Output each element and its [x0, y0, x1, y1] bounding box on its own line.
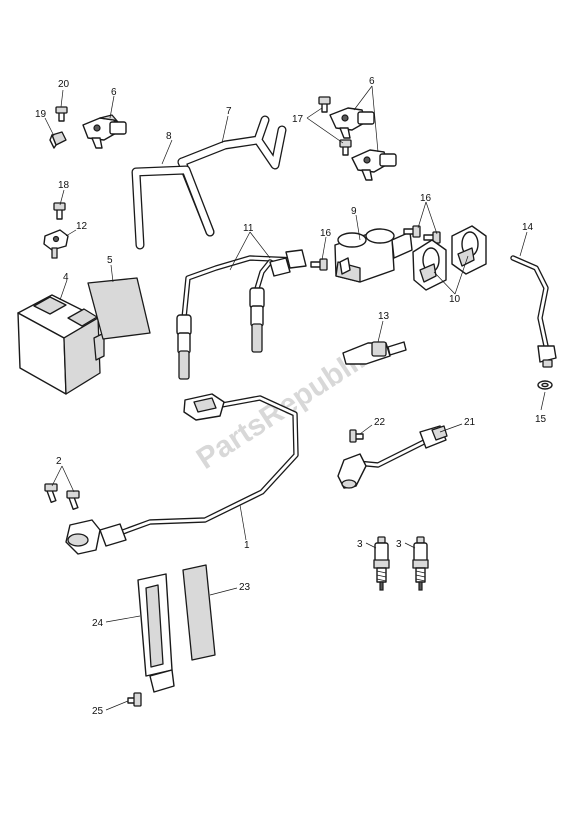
- part-1-sensor-cable: [65, 393, 299, 555]
- callout-6-left: 6: [111, 87, 117, 98]
- part-3-spark-plug-left: [373, 536, 390, 591]
- callout-1: 1: [244, 540, 250, 551]
- callout-5: 5: [107, 255, 113, 266]
- callout-6-right: 6: [369, 76, 375, 87]
- callout-23: 23: [239, 582, 251, 593]
- part-7-hose: [177, 115, 287, 237]
- part-16-screw-left: [310, 258, 328, 271]
- callout-25: 25: [92, 706, 104, 717]
- callout-8: 8: [166, 131, 172, 142]
- callout-3-right: 3: [396, 539, 402, 550]
- part-21-sensor: [337, 425, 448, 489]
- part-12-sensor: [43, 229, 69, 259]
- part-6-sensor-right-upper: [329, 107, 375, 139]
- part-10-rubber-mounts: [412, 225, 487, 291]
- part-20-screw: [55, 106, 68, 122]
- part-5-pad: [87, 277, 151, 340]
- part-2-screws: [44, 483, 80, 511]
- callout-16-left: 16: [320, 228, 332, 239]
- callout-24: 24: [92, 618, 104, 629]
- callout-18: 18: [58, 180, 70, 191]
- leader-lines: [44, 85, 546, 711]
- callout-17: 17: [292, 114, 304, 125]
- callout-labels: 20 19 6 7 8 6 17 18 12 4 5 11 9 16 16 10…: [35, 76, 547, 717]
- part-8-hose: [131, 165, 215, 250]
- callout-19: 19: [35, 109, 47, 120]
- callout-20: 20: [58, 79, 70, 90]
- callout-11: 11: [243, 223, 254, 234]
- part-17-screws: [318, 96, 352, 156]
- part-24-bracket: [137, 573, 175, 693]
- callout-2: 2: [56, 456, 62, 467]
- callout-14: 14: [522, 222, 534, 233]
- part-23-pad: [182, 564, 216, 661]
- callout-7: 7: [226, 106, 232, 117]
- callout-15: 15: [535, 414, 547, 425]
- callout-22: 22: [374, 417, 386, 428]
- callout-10: 10: [449, 294, 461, 305]
- callout-3-left: 3: [357, 539, 363, 550]
- callout-9: 9: [351, 206, 357, 217]
- part-14-sensor-lead: [510, 255, 557, 368]
- part-19-clip: [49, 131, 67, 149]
- part-6-sensor-right-lower: [351, 149, 397, 181]
- part-3-spark-plug-right: [412, 536, 429, 591]
- part-9-ignition-coils: [334, 228, 413, 283]
- part-18-screw: [53, 202, 66, 220]
- part-22-screw: [349, 429, 364, 443]
- part-15-washer: [537, 380, 553, 390]
- part-11-ht-leads: [176, 249, 307, 380]
- callout-13: 13: [378, 311, 390, 322]
- part-25-screw: [127, 692, 142, 707]
- callout-4: 4: [63, 272, 69, 283]
- part-4-ecu: [17, 294, 105, 395]
- callout-12: 12: [76, 221, 88, 232]
- callout-16-right: 16: [420, 193, 432, 204]
- callout-21: 21: [464, 417, 476, 428]
- part-13-sensor: [342, 341, 407, 365]
- part-6-sensor-left: [82, 114, 127, 149]
